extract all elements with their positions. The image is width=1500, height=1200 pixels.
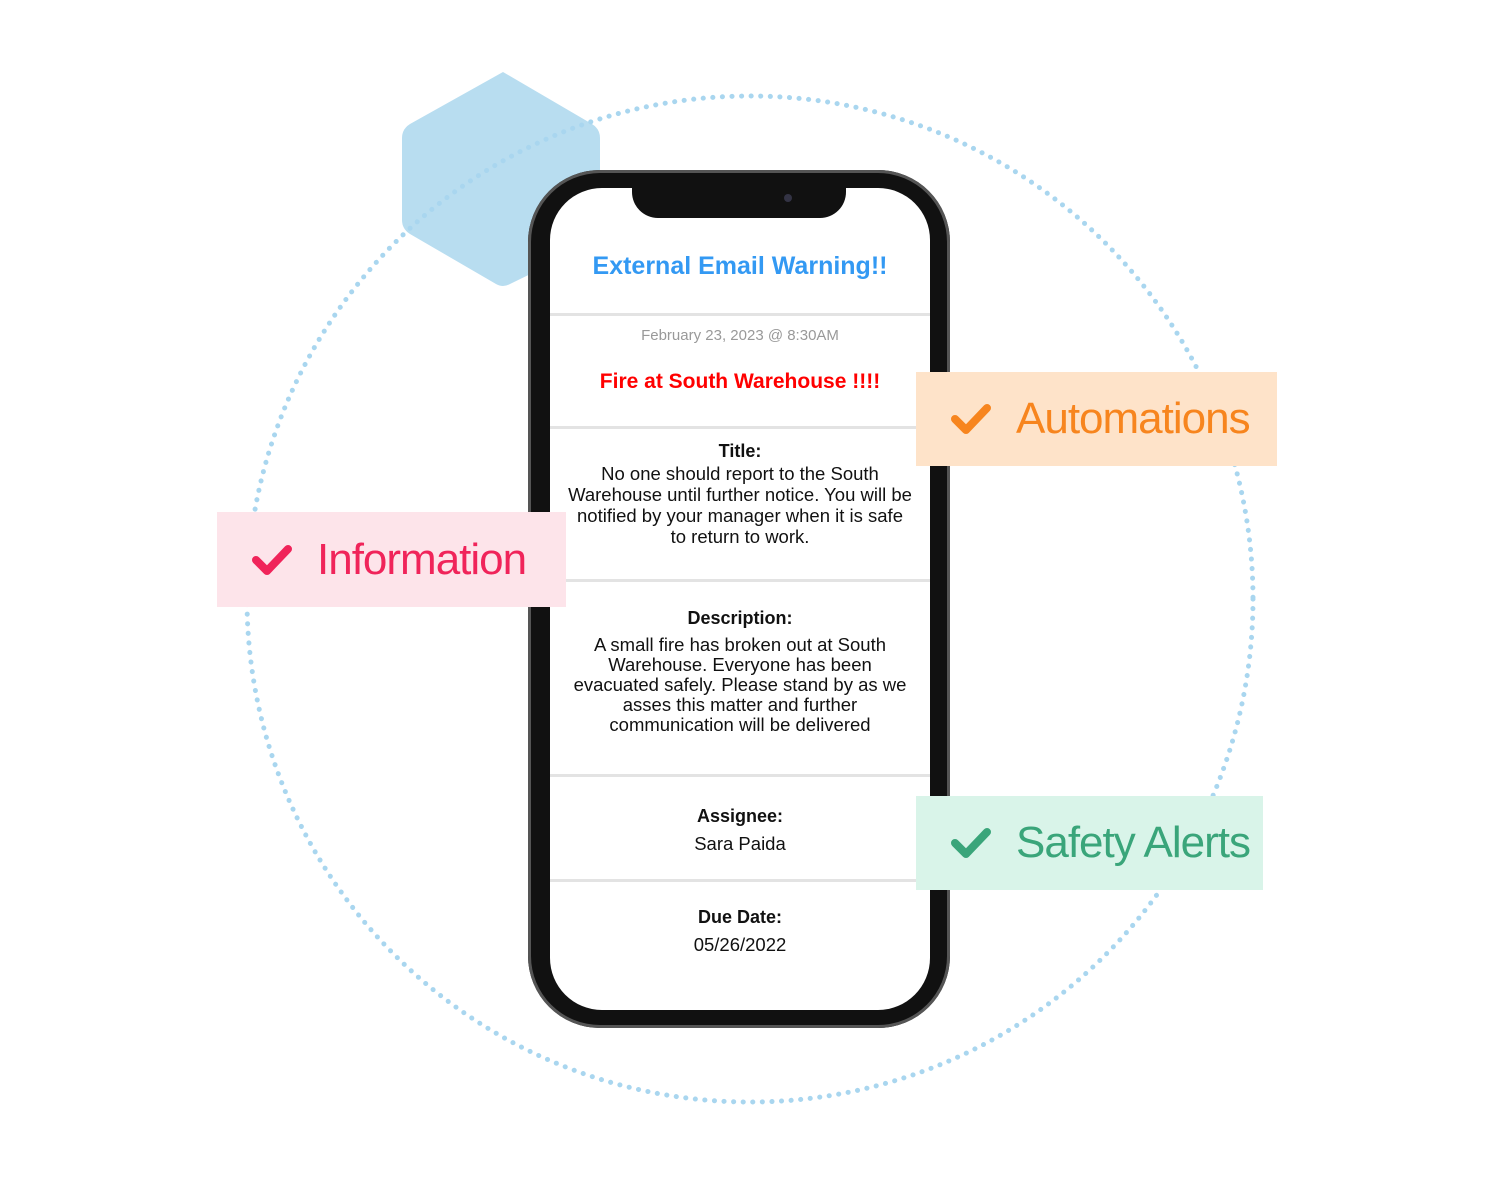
phone-notch (632, 188, 846, 218)
information-tag: Information (217, 512, 566, 607)
email-subject: Fire at South Warehouse !!!! (599, 370, 881, 393)
assignee-value: Sara Paida (694, 833, 786, 854)
title-text: No one should report to the South Wareho… (568, 463, 912, 547)
email-timestamp: February 23, 2023 @ 8:30AM (641, 327, 839, 344)
safety-alerts-label: Safety Alerts (1016, 818, 1251, 867)
divider (550, 579, 930, 582)
title-label: Title: (718, 441, 762, 461)
phone-frame: External Email Warning!! February 23, 20… (528, 170, 950, 1028)
divider (550, 426, 930, 429)
safety-alerts-tag: Safety Alerts (916, 796, 1263, 890)
automations-tag: Automations (916, 372, 1277, 466)
phone-screen: External Email Warning!! February 23, 20… (550, 188, 930, 1010)
description-label: Description: (687, 608, 793, 628)
email-header: External Email Warning!! (592, 252, 888, 280)
check-icon (252, 544, 292, 575)
information-label: Information (317, 534, 527, 584)
divider (550, 774, 930, 777)
dotted-circle (244, 93, 1256, 1105)
divider (550, 879, 930, 882)
camera-icon (784, 194, 792, 202)
check-icon (951, 828, 991, 858)
due-date-label: Due Date: (697, 907, 782, 927)
assignee-label: Assignee: (696, 806, 784, 826)
check-icon (951, 404, 991, 434)
divider (550, 313, 930, 316)
automations-label: Automations (1016, 394, 1251, 443)
due-date-value: 05/26/2022 (693, 934, 787, 955)
description-text: A small fire has broken out at South War… (573, 634, 907, 735)
